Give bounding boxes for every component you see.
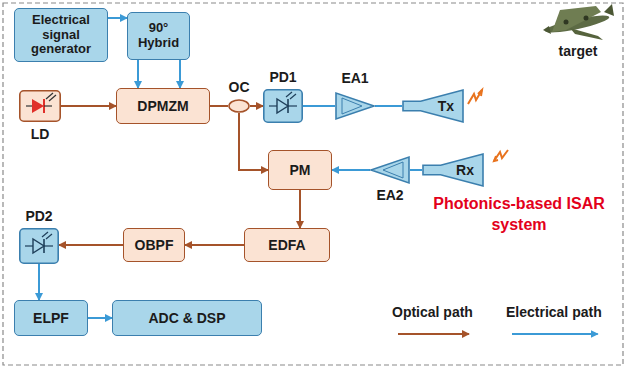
electrical-connector: [332, 169, 370, 171]
optical-connector: [59, 244, 123, 246]
photodetector: PD1: [263, 89, 303, 123]
photodetector: PD2: [19, 228, 59, 264]
optical-connector: [299, 190, 301, 228]
node-label: Tx: [438, 98, 454, 114]
optical-connector: [250, 105, 263, 107]
node-shape: [263, 89, 303, 123]
node-label: EDFA: [268, 237, 305, 253]
legend-line-sample: [512, 333, 598, 335]
optical-connector: [185, 244, 244, 246]
modulator-box: DPMZM: [116, 88, 210, 124]
optical-connector: [210, 105, 228, 107]
node-label: ELPF: [33, 310, 69, 326]
node-shape: [402, 89, 464, 123]
node-label: LD: [31, 126, 50, 142]
node-label: EA1: [341, 70, 368, 86]
rx-antenna: Rx: [422, 153, 484, 187]
electrical-connector: [410, 169, 422, 171]
node-label: PM: [290, 162, 311, 178]
lowpass-box: ELPF: [14, 300, 88, 336]
node-label: DPMZM: [137, 98, 188, 114]
node-shape: [19, 228, 59, 264]
electrical-connector: [38, 264, 40, 300]
edfa-box: EDFA: [244, 228, 330, 262]
optical-coupler: OC: [228, 99, 250, 113]
node-shape: [335, 92, 375, 120]
legend-line-sample: [398, 333, 469, 335]
electrical-amplifier: EA1: [335, 92, 375, 120]
electrical-connector: [137, 60, 139, 88]
tx-antenna: Tx: [402, 89, 464, 123]
legend-text: Optical path: [392, 304, 473, 320]
node-label: OBPF: [135, 237, 174, 253]
node-label: Rx: [456, 162, 474, 178]
electrical-connector: [108, 17, 127, 19]
node-label: ADC & DSP: [148, 310, 225, 326]
node-label: PD1: [269, 69, 296, 85]
electrical-connector: [179, 60, 181, 88]
node-shape: [19, 90, 61, 122]
electrical-amplifier: EA2: [370, 156, 410, 184]
node-shape: [422, 153, 484, 187]
node-shape: [370, 156, 410, 184]
legend-text: Electrical path: [506, 304, 602, 320]
electrical-connector: [303, 105, 335, 107]
processor-box: ADC & DSP: [112, 300, 262, 336]
optical-connector: [61, 105, 116, 107]
hybrid-box: 90° Hybrid: [127, 12, 190, 60]
system-title: Photonics-based ISAR system: [430, 194, 608, 236]
phase-modulator: PM: [268, 150, 332, 190]
generator-box: Electrical signal generator: [14, 8, 108, 62]
node-label: OC: [229, 79, 250, 95]
target-label: target: [559, 43, 598, 59]
radio-wave-symbol: [468, 90, 508, 161]
laser-diode: LD: [19, 90, 61, 122]
node-label: Electrical signal generator: [18, 13, 104, 58]
node-label: EA2: [376, 187, 403, 203]
filter-box: OBPF: [123, 228, 185, 262]
node-label: 90° Hybrid: [131, 21, 186, 51]
electrical-connector: [375, 105, 402, 107]
frame-border: [3, 3, 623, 365]
aircraft-illustration: [543, 4, 614, 40]
node-shape: [228, 99, 250, 113]
node-label: PD2: [25, 208, 52, 224]
optical-connector: [239, 113, 268, 170]
electrical-connector: [88, 317, 112, 319]
